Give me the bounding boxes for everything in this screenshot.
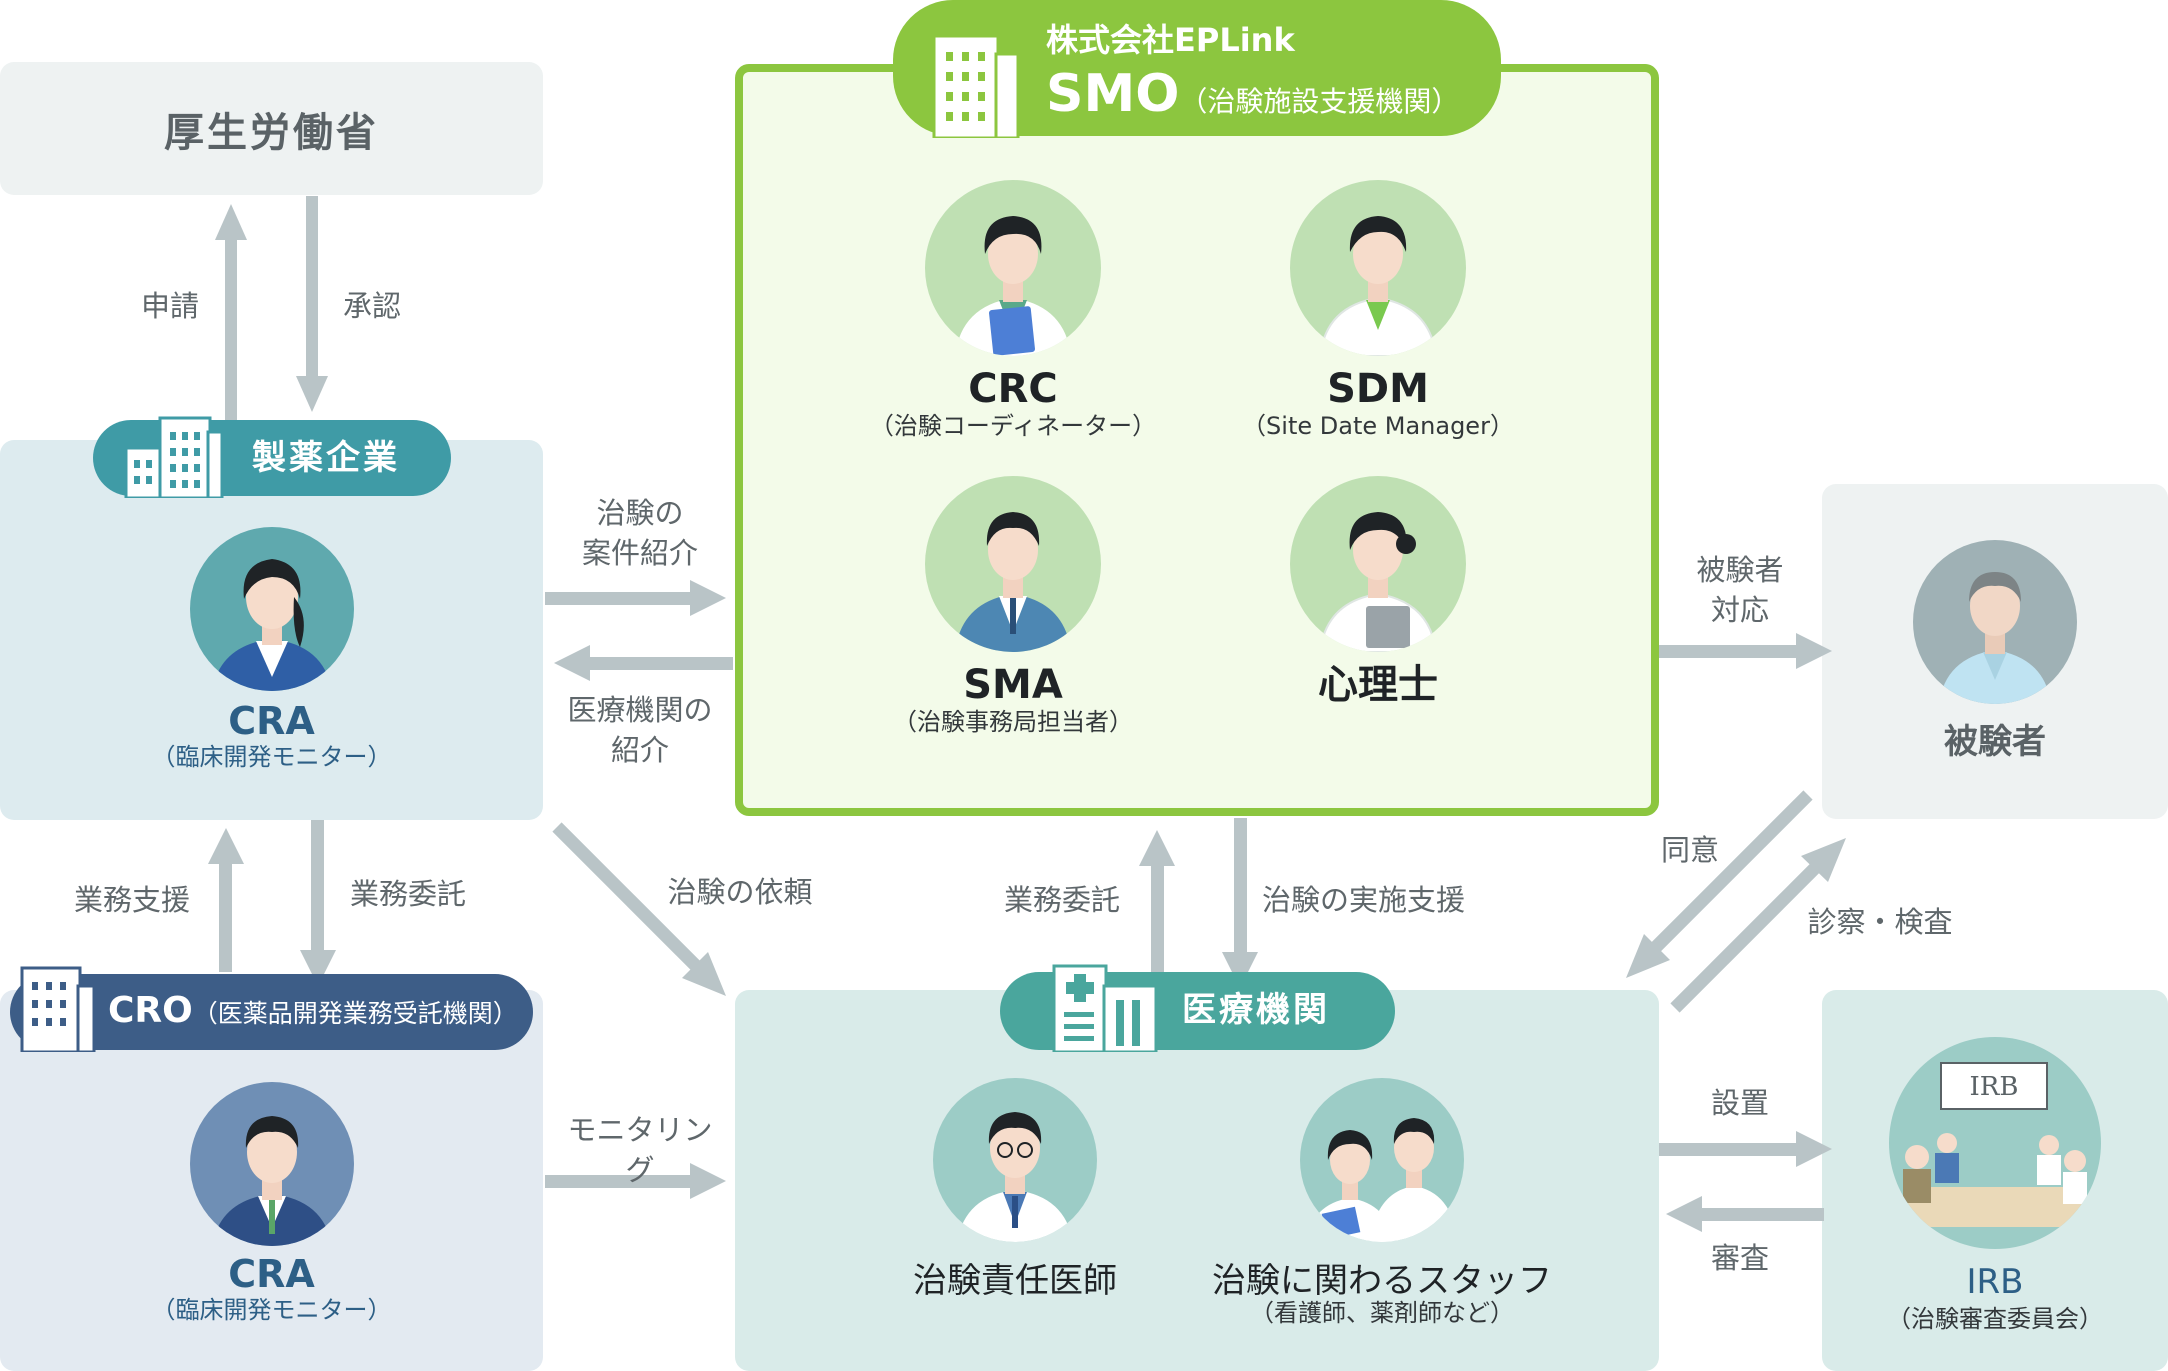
label-medical-intro-1: 医療機関の [567, 693, 713, 727]
label-monitoring: モニタリング [567, 1113, 713, 1187]
arrow-application [225, 236, 237, 420]
person-icon [212, 1116, 332, 1246]
person-icon [955, 512, 1071, 652]
smo-company: 株式会社EPLink [1046, 21, 1295, 59]
label-exam: 診察・検査 [1807, 905, 1953, 939]
crc-title: CRC [968, 366, 1058, 412]
person-icon [212, 559, 332, 691]
label-request: 治験の依頼 [667, 875, 813, 909]
arrow-setup [1659, 1143, 1799, 1156]
label-consent: 同意 [1660, 833, 1719, 867]
meeting-icon: IRB [1895, 1062, 2095, 1227]
building-icon [124, 416, 224, 498]
label-subject-handling-1: 被験者 [1696, 553, 1784, 587]
cro-label-main: CRO [108, 990, 193, 1031]
arrow-business-support [219, 864, 232, 972]
person-icon [1318, 512, 1438, 652]
arrow-trial-intro [545, 592, 695, 605]
cro-cra-avatar [190, 1082, 354, 1246]
sma-sub: （治験事務局担当者） [893, 708, 1133, 736]
sdm-avatar [1290, 180, 1466, 356]
arrow-subject-handling [1659, 645, 1799, 658]
arrow-medical-intro [585, 657, 733, 670]
label-approval: 承認 [342, 289, 401, 323]
subject-label: 被験者 [1944, 722, 2046, 762]
pharma-cra-avatar [190, 527, 354, 691]
label-setup: 設置 [1710, 1086, 1769, 1120]
crc-avatar [925, 180, 1101, 356]
person-icon [1306, 1118, 1458, 1242]
arrow-implementation-support [1234, 818, 1247, 956]
hospital-label: 医療機関 [1182, 990, 1330, 1030]
crc-sub: （治験コーディネーター） [869, 412, 1157, 440]
irb-label-sub: （治験審査委員会） [1887, 1305, 2103, 1333]
person-icon [1939, 572, 2051, 704]
pharma-label: 製薬企業 [252, 438, 400, 478]
building-icon [932, 34, 1020, 138]
arrow-business-commission-mid [1151, 862, 1164, 974]
mhlw-title: 厚生労働省 [164, 110, 379, 156]
label-trial-intro-2: 案件紹介 [581, 536, 698, 570]
label-business-support: 業務支援 [73, 883, 190, 917]
hospital-box [735, 990, 1659, 1371]
cro-cra-sub: （臨床開発モニター） [151, 1296, 392, 1324]
irb-sign: IRB [1970, 1072, 2019, 1102]
doctor-title: 治験責任医師 [913, 1261, 1117, 1301]
sdm-sub: （Site Date Manager） [1242, 412, 1514, 440]
label-business-commission-left: 業務委託 [349, 877, 466, 911]
psychologist-avatar [1290, 476, 1466, 652]
doctor-avatar [933, 1078, 1097, 1242]
person-icon [1318, 216, 1438, 356]
cro-label: CRO（医薬品開発業務受託機関） [108, 986, 518, 1042]
smo-label: SMO（治験施設支援機関） [1046, 64, 1459, 136]
arrow-business-commission-left [311, 820, 324, 954]
cro-label-sub: （医薬品開発業務受託機関） [192, 999, 518, 1028]
staff-sub: （看護師、薬剤師など） [1250, 1299, 1514, 1327]
subject-avatar [1913, 540, 2077, 704]
arrow-approval [306, 196, 318, 376]
building-icon [20, 966, 96, 1052]
label-medical-intro-2: 紹介 [610, 733, 669, 767]
person-icon [957, 1112, 1073, 1242]
sma-avatar [925, 476, 1101, 652]
label-implementation-support: 治験の実施支援 [1262, 883, 1466, 917]
staff-title: 治験に関わるスタッフ [1212, 1261, 1552, 1301]
cro-label-pill [10, 974, 533, 1050]
smo-label-sub: （治験施設支援機関） [1179, 85, 1460, 118]
arrow-exam [1670, 858, 1825, 1013]
pharma-cra-sub: （臨床開発モニター） [151, 743, 392, 771]
label-review: 審査 [1710, 1241, 1769, 1275]
label-business-commission-mid: 業務委託 [1003, 883, 1120, 917]
irb-label: IRB [1966, 1262, 2024, 1302]
irb-avatar: IRB [1889, 1037, 2101, 1249]
psychologist-title: 心理士 [1318, 662, 1438, 708]
cro-cra-title: CRA [228, 1252, 315, 1296]
label-subject-handling-2: 対応 [1710, 593, 1769, 627]
staff-avatar [1300, 1078, 1464, 1242]
smo-box [735, 64, 1659, 816]
label-trial-intro-1: 治験の [596, 496, 684, 530]
sma-title: SMA [963, 662, 1063, 708]
arrow-monitoring [545, 1175, 695, 1188]
mhlw-box [0, 62, 543, 195]
arrow-consent [1645, 790, 1813, 958]
sdm-title: SDM [1327, 366, 1429, 412]
arrow-request [552, 822, 705, 975]
smo-label-main: SMO [1046, 64, 1180, 124]
hospital-icon [1052, 964, 1158, 1052]
person-icon [955, 216, 1071, 356]
pharma-cra-title: CRA [228, 699, 315, 743]
arrow-review [1698, 1208, 1824, 1221]
label-application: 申請 [140, 289, 199, 323]
